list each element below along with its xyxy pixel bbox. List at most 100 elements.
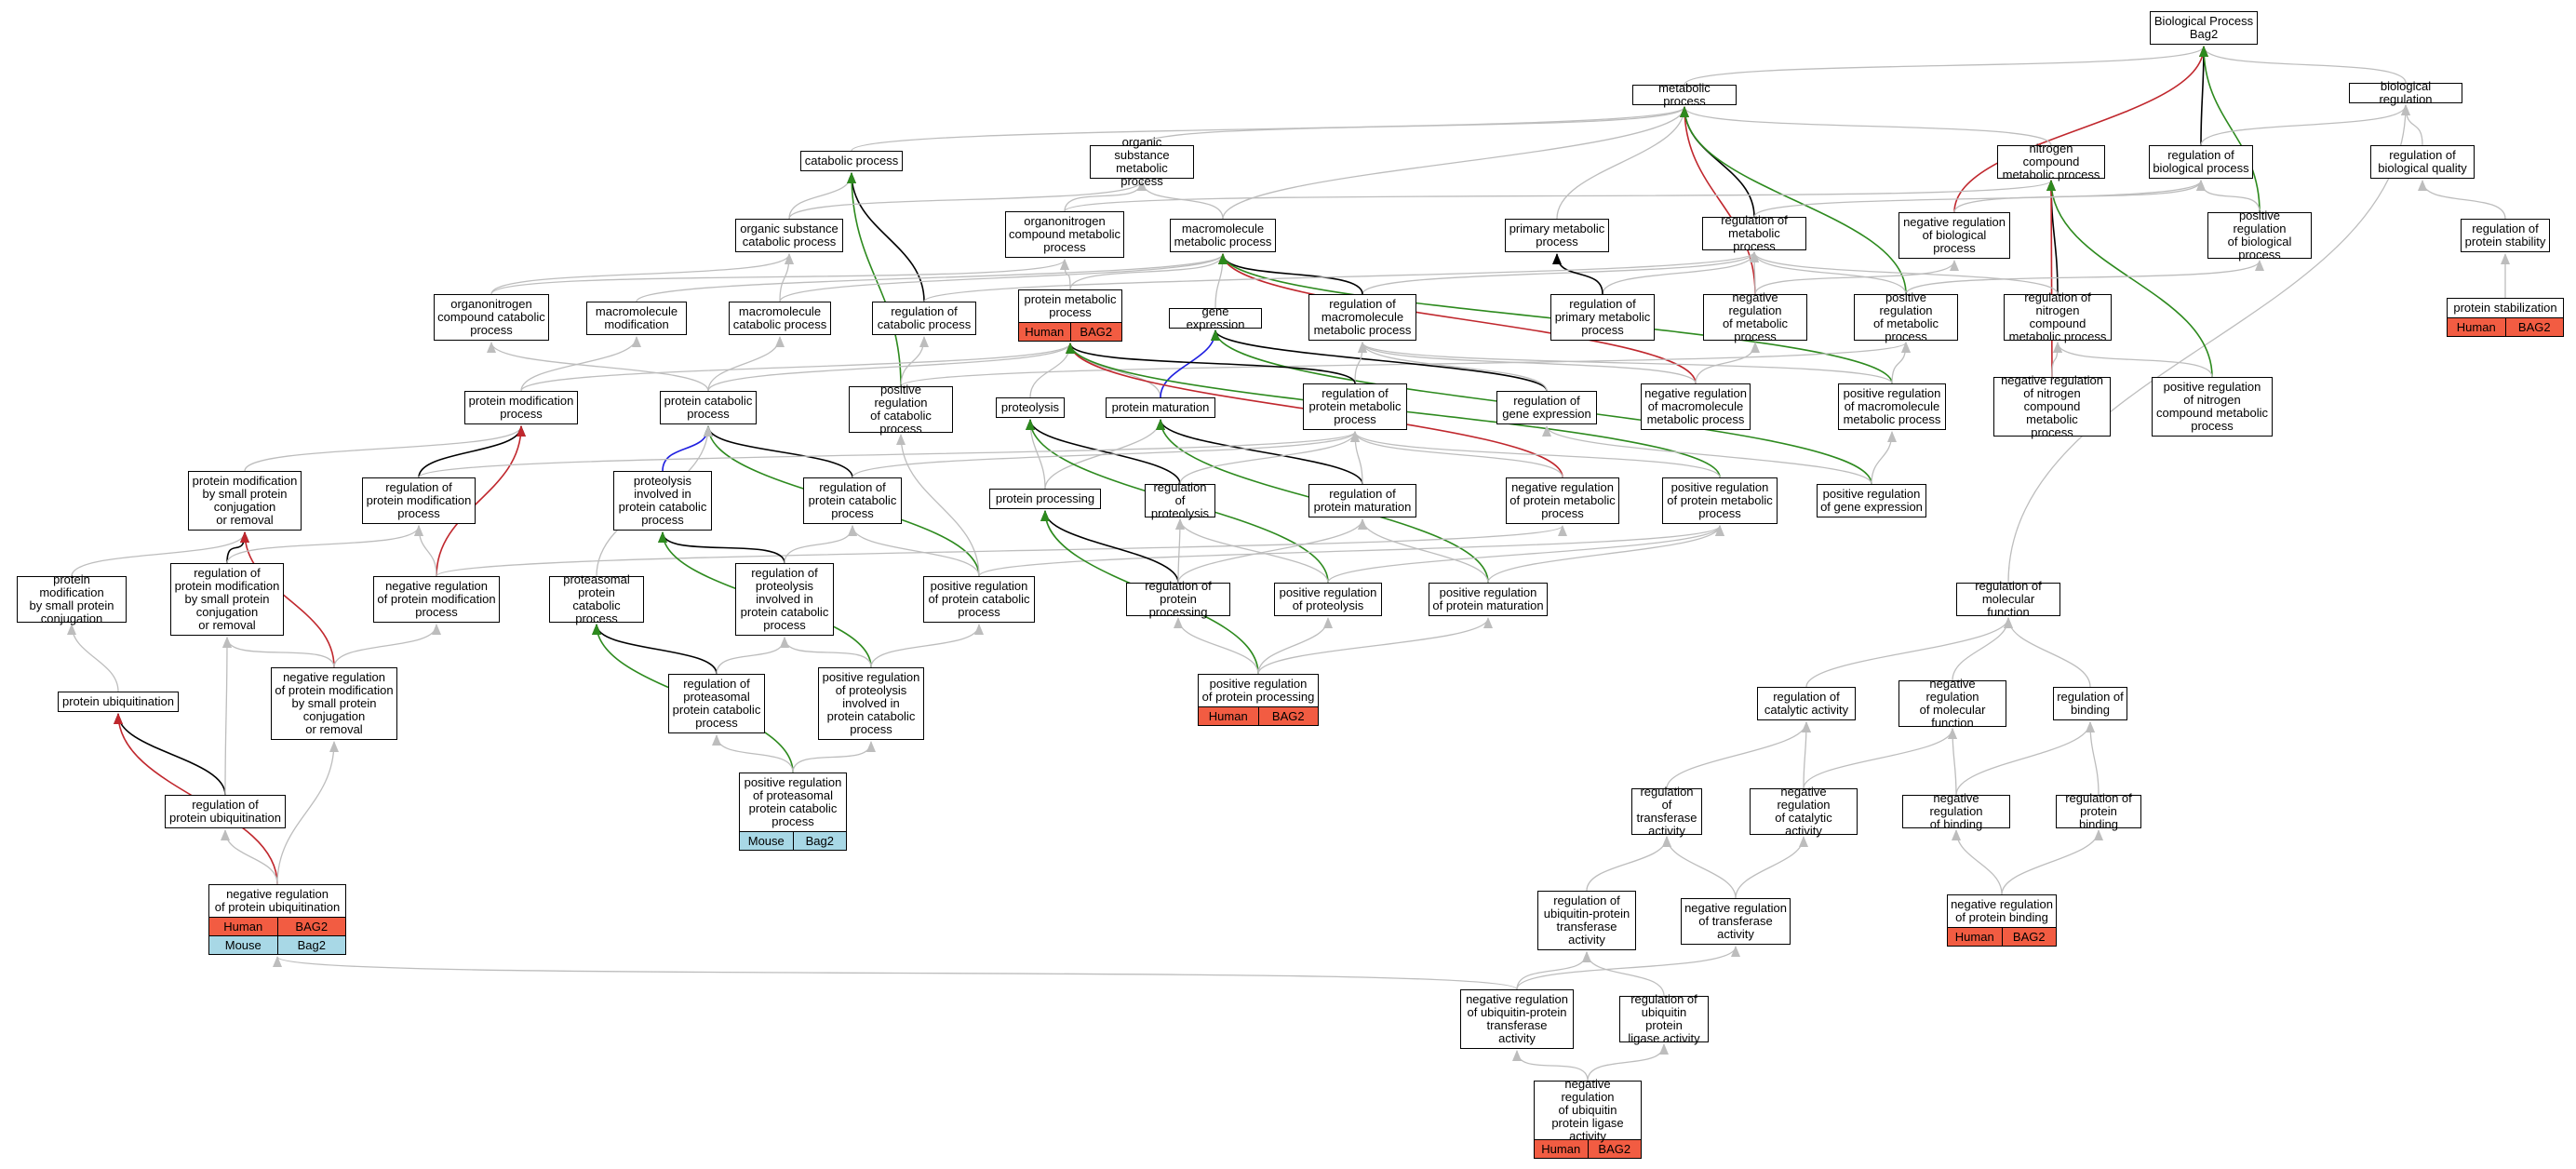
go-term-primary-metabolic-process: primary metabolic process [1505, 219, 1609, 252]
go-term-label: positive regulation of catabolic process [870, 383, 932, 436]
go-term-label: protein ubiquitination [62, 694, 174, 708]
edge-is-a [978, 525, 1724, 577]
go-term-label: regulation of protein metabolic process [1308, 386, 1402, 426]
go-term-label: regulation of biological quality [2378, 148, 2467, 175]
go-term-label: regulation of protein ubiquitination [169, 798, 281, 825]
edge-negatively-regulates [1218, 253, 1697, 384]
go-term-label: macromolecule catabolic process [732, 304, 827, 331]
edge-is-a [1952, 617, 2013, 681]
edge-is-a [870, 624, 984, 668]
edge-is-a [1179, 431, 1360, 485]
go-term-regulation-of-metabolic-process: regulation of metabolic process [1702, 213, 1806, 253]
edge-is-a [1175, 518, 1329, 584]
go-term-label: negative regulation of nitrogen compound… [2001, 373, 2103, 439]
edge-negatively-regulates [2046, 180, 2057, 378]
gene-label: Bag2 [792, 832, 847, 850]
go-term-label: negative regulation of molecular functio… [1919, 677, 1986, 730]
species-label: Human [2456, 320, 2496, 334]
go-term-proteasomal-protein-catabolic-process: proteasomal protein catabolic process [549, 573, 644, 625]
go-term-regulation-of-catabolic-process: regulation of catabolic process [872, 302, 976, 335]
go-term-regulation-of-protein-processing: regulation of protein processing [1126, 579, 1230, 619]
gene-label: BAG2 [276, 918, 346, 935]
edge-is-a [852, 431, 1360, 478]
go-term-label: negative regulation of macromolecule met… [1644, 386, 1747, 426]
edge-is-a [273, 956, 1518, 990]
go-term-label: regulation of protein modification by sm… [174, 566, 280, 632]
edge-is-a [1801, 721, 1811, 789]
edge-is-a [716, 637, 789, 675]
go-term-regulation-of-proteolysis: regulation of proteolysis [1145, 480, 1215, 520]
species-label: Human [1954, 930, 1994, 944]
edge-part-of [704, 425, 853, 478]
go-term-regulation-of-ubiquitin-protein-transferase-activity: regulation of ubiquitin-protein transfer… [1537, 891, 1636, 950]
go-term-label: negative regulation of metabolic process [1722, 290, 1789, 343]
gene-label: BAG2 [2001, 928, 2057, 946]
edge-is-a [414, 525, 437, 577]
go-term-regulation-of-primary-metabolic-process: regulation of primary metabolic process [1550, 294, 1655, 341]
go-term-label: nitrogen compound metabolic process [2002, 141, 2100, 181]
go-term-positive-regulation-of-proteolysis-involved-in-protein-catabolic-process: positive regulation of proteolysis invol… [818, 667, 924, 740]
go-term-label: regulation of molecular function [1975, 579, 2042, 619]
edge-is-a [896, 434, 980, 577]
edge-is-a [1174, 518, 1185, 584]
edge-is-a [900, 342, 1911, 387]
edge-is-a [900, 336, 929, 387]
edge-is-a [848, 525, 980, 577]
go-term-label: regulation of primary metabolic process [1554, 297, 1651, 337]
go-term-regulation-of-protein-catabolic-process: regulation of protein catabolic process [803, 477, 902, 524]
gene-label: BAG2 [1587, 1140, 1642, 1158]
edge-is-a [490, 259, 1069, 295]
edge-is-a [1586, 836, 1671, 892]
go-term-protein-modification-process: protein modification process [464, 391, 578, 424]
edge-part-of [1066, 343, 1356, 384]
edge-is-a [490, 253, 794, 295]
go-term-label: regulation of protein modification proce… [366, 480, 472, 520]
go-term-label: negative regulation of protein metabolic… [1509, 480, 1616, 520]
go-term-label: regulation of protein maturation [1313, 487, 1412, 514]
go-term-regulation-of-protein-ubiquitination: regulation of protein ubiquitination [165, 795, 286, 828]
edge-is-a [2004, 617, 2091, 688]
edge-positively-regulates [2199, 46, 2261, 213]
edge-negatively-regulates [240, 531, 335, 668]
edge-is-a [1891, 342, 1911, 384]
go-term-label: regulation of proteolysis [1150, 480, 1210, 520]
edge-is-a [1064, 180, 2056, 212]
species-label: Human [223, 920, 263, 934]
go-term-regulation-of-catalytic-activity: regulation of catalytic activity [1757, 687, 1856, 720]
go-term-protein-ubiquitination: protein ubiquitination [58, 692, 179, 712]
go-term-positive-regulation-of-catabolic-process: positive regulation of catabolic process [849, 383, 953, 436]
edge-is-a [2001, 829, 2103, 895]
go-term-regulation-of-ubiquitin-protein-ligase-activity: regulation of ubiquitin protein ligase a… [1619, 993, 1709, 1045]
go-term-organic-substance-catabolic-process: organic substance catabolic process [735, 219, 843, 252]
go-term-label: organic substance catabolic process [740, 222, 839, 249]
go-term-label: regulation of metabolic process [1721, 213, 1788, 253]
edge-is-a [1516, 951, 1591, 990]
go-term-negative-regulation-of-molecular-function: negative regulation of molecular functio… [1898, 677, 2006, 730]
go-term-negative-regulation-of-metabolic-process: negative regulation of metabolic process [1703, 290, 1807, 343]
go-term-positive-regulation-of-proteasomal-protein-catabolic-process: positive regulation of proteasomal prote… [739, 773, 847, 851]
go-term-positive-regulation-of-protein-maturation: positive regulation of protein maturatio… [1429, 583, 1548, 616]
edge-is-a [221, 637, 232, 796]
edge-is-a [1905, 260, 2264, 295]
go-term-label: regulation of protein stability [2464, 222, 2546, 249]
go-term-positive-regulation-of-protein-processing: positive regulation of protein processin… [1198, 674, 1319, 726]
go-term-negative-regulation-of-ubiquitin-protein-transferase-activity: negative regulation of ubiquitin-protein… [1460, 989, 1574, 1049]
go-term-organic-substance-metabolic-process: organic substance metabolic process [1090, 136, 1194, 188]
go-term-label: regulation of ubiquitin-protein transfer… [1543, 894, 1630, 947]
go-term-label: regulation of nitrogen compound metaboli… [2008, 290, 2107, 343]
go-term-label: macromolecule modification [595, 304, 678, 331]
edge-is-a [1662, 836, 1737, 899]
species-label: Human [1208, 709, 1248, 723]
go-term-positive-regulation-of-nitrogen-compound-metabolic-process: positive regulation of nitrogen compound… [2152, 377, 2273, 437]
edge-is-a [1512, 1050, 1589, 1082]
go-term-regulation-of-transferase-activity: regulation of transferase activity [1631, 786, 1702, 838]
edge-is-a [1358, 342, 1697, 384]
go-term-label: regulation of protein processing [1145, 579, 1212, 619]
edge-positively-regulates [1680, 106, 1907, 295]
go-term-label: proteolysis [1000, 400, 1060, 414]
go-term-regulation-of-protein-binding: regulation of protein binding [2056, 792, 2141, 831]
edge-is-a [1350, 431, 1563, 478]
go-term-label: regulation of gene expression [1502, 394, 1591, 421]
